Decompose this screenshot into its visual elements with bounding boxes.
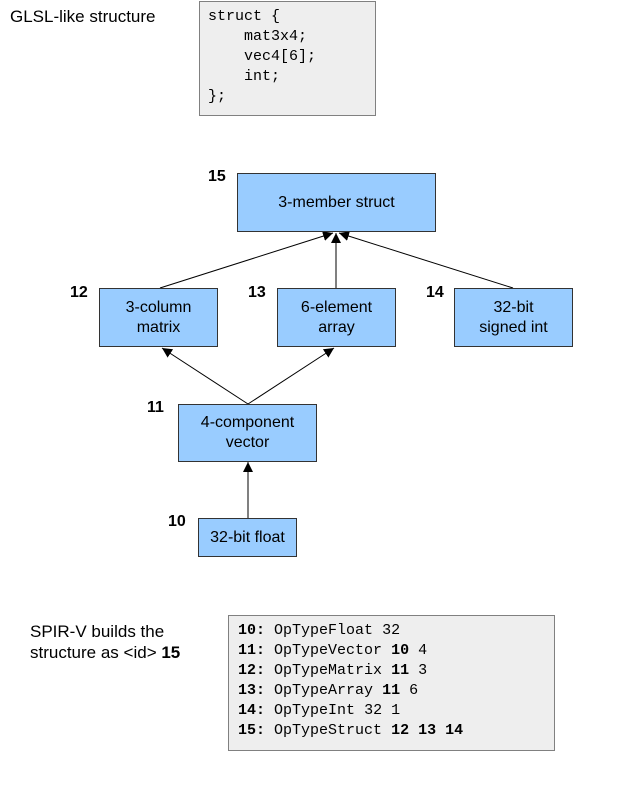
spirv-line: 15: OpTypeStruct 12 13 14 — [238, 721, 554, 741]
spirv-operand-id: 14 — [445, 722, 464, 739]
glsl-title: GLSL-like structure — [10, 7, 156, 26]
node-int-label: 32-bit signed int — [479, 298, 548, 336]
node-vector-label: 4-component vector — [200, 414, 295, 451]
glsl-code-line: struct { — [208, 8, 281, 25]
spirv-literal: 1 — [391, 702, 401, 719]
node-matrix-label: 3-column matrix — [125, 298, 192, 336]
node-id-15: 15 — [208, 168, 226, 185]
glsl-code-line: }; — [208, 88, 227, 105]
edge-11-to-12 — [161, 347, 249, 405]
node-vector: 4-component vector — [178, 404, 317, 462]
caption-line-2: structure as <id> 15 — [30, 642, 180, 663]
spirv-result-id: 15: — [238, 722, 266, 739]
spirv-operand-id: 11 — [391, 662, 410, 679]
spirv-result-id: 10: — [238, 622, 266, 639]
node-id-11: 11 — [147, 399, 164, 416]
spirv-literal: 32 — [382, 622, 401, 639]
node-struct-label: 3-member struct — [278, 193, 395, 211]
spirv-literal: 3 — [418, 662, 428, 679]
spirv-operand-id: 10 — [391, 642, 410, 659]
node-id-10: 10 — [168, 513, 186, 530]
spirv-result-id: 12: — [238, 662, 266, 679]
node-int: 32-bit signed int — [454, 288, 573, 347]
node-array: 6-element array — [277, 288, 396, 347]
spirv-result-id: 13: — [238, 682, 266, 699]
caption-struct-id: 15 — [161, 643, 181, 662]
spirv-operand-id: 13 — [418, 722, 437, 739]
spirv-literal: 6 — [409, 682, 419, 699]
spirv-operand-id: 11 — [382, 682, 401, 699]
glsl-code-line: vec4[6]; — [208, 48, 317, 65]
node-float-label: 32-bit float — [210, 528, 285, 546]
caption-line-1: SPIR-V builds the — [30, 622, 165, 641]
caption-line-2-text: structure as <id> — [30, 643, 162, 662]
spirv-opcode: OpTypeVector — [274, 642, 383, 659]
spirv-opcode: OpTypeFloat — [274, 622, 374, 639]
spirv-line: 14: OpTypeInt 32 1 — [238, 701, 554, 721]
spirv-opcode: OpTypeArray — [274, 682, 374, 699]
spirv-opcode: OpTypeInt — [274, 702, 356, 719]
spirv-opcode: OpTypeMatrix — [274, 662, 383, 679]
spirv-result-id: 11: — [238, 642, 266, 659]
node-struct: 3-member struct — [237, 173, 436, 232]
node-matrix: 3-column matrix — [99, 288, 218, 347]
edge-12-to-15 — [159, 231, 334, 289]
spirv-line: 10: OpTypeFloat 32 — [238, 621, 554, 641]
node-id-14: 14 — [426, 284, 444, 301]
edge-14-to-15 — [338, 231, 514, 289]
node-id-12: 12 — [70, 284, 88, 301]
spirv-line: 13: OpTypeArray 11 6 — [238, 681, 554, 701]
glsl-code-line: int; — [208, 68, 281, 85]
node-array-label: 6-element array — [300, 298, 373, 336]
spirv-result-id: 14: — [238, 702, 266, 719]
spirv-operand-id: 12 — [391, 722, 410, 739]
spirv-literal: 4 — [418, 642, 428, 659]
edge-11-to-13 — [247, 347, 335, 405]
glsl-code-box: struct { mat3x4; vec4[6]; int; }; — [199, 1, 376, 116]
spirv-line: 12: OpTypeMatrix 11 3 — [238, 661, 554, 681]
spirv-opcode: OpTypeStruct — [274, 722, 383, 739]
node-id-13: 13 — [248, 284, 266, 301]
spirv-line: 11: OpTypeVector 10 4 — [238, 641, 554, 661]
glsl-code-line: mat3x4; — [208, 28, 308, 45]
caption: SPIR-V builds the structure as <id> 15 — [30, 621, 180, 663]
node-float: 32-bit float — [198, 518, 297, 557]
spirv-literal: 32 — [364, 702, 383, 719]
